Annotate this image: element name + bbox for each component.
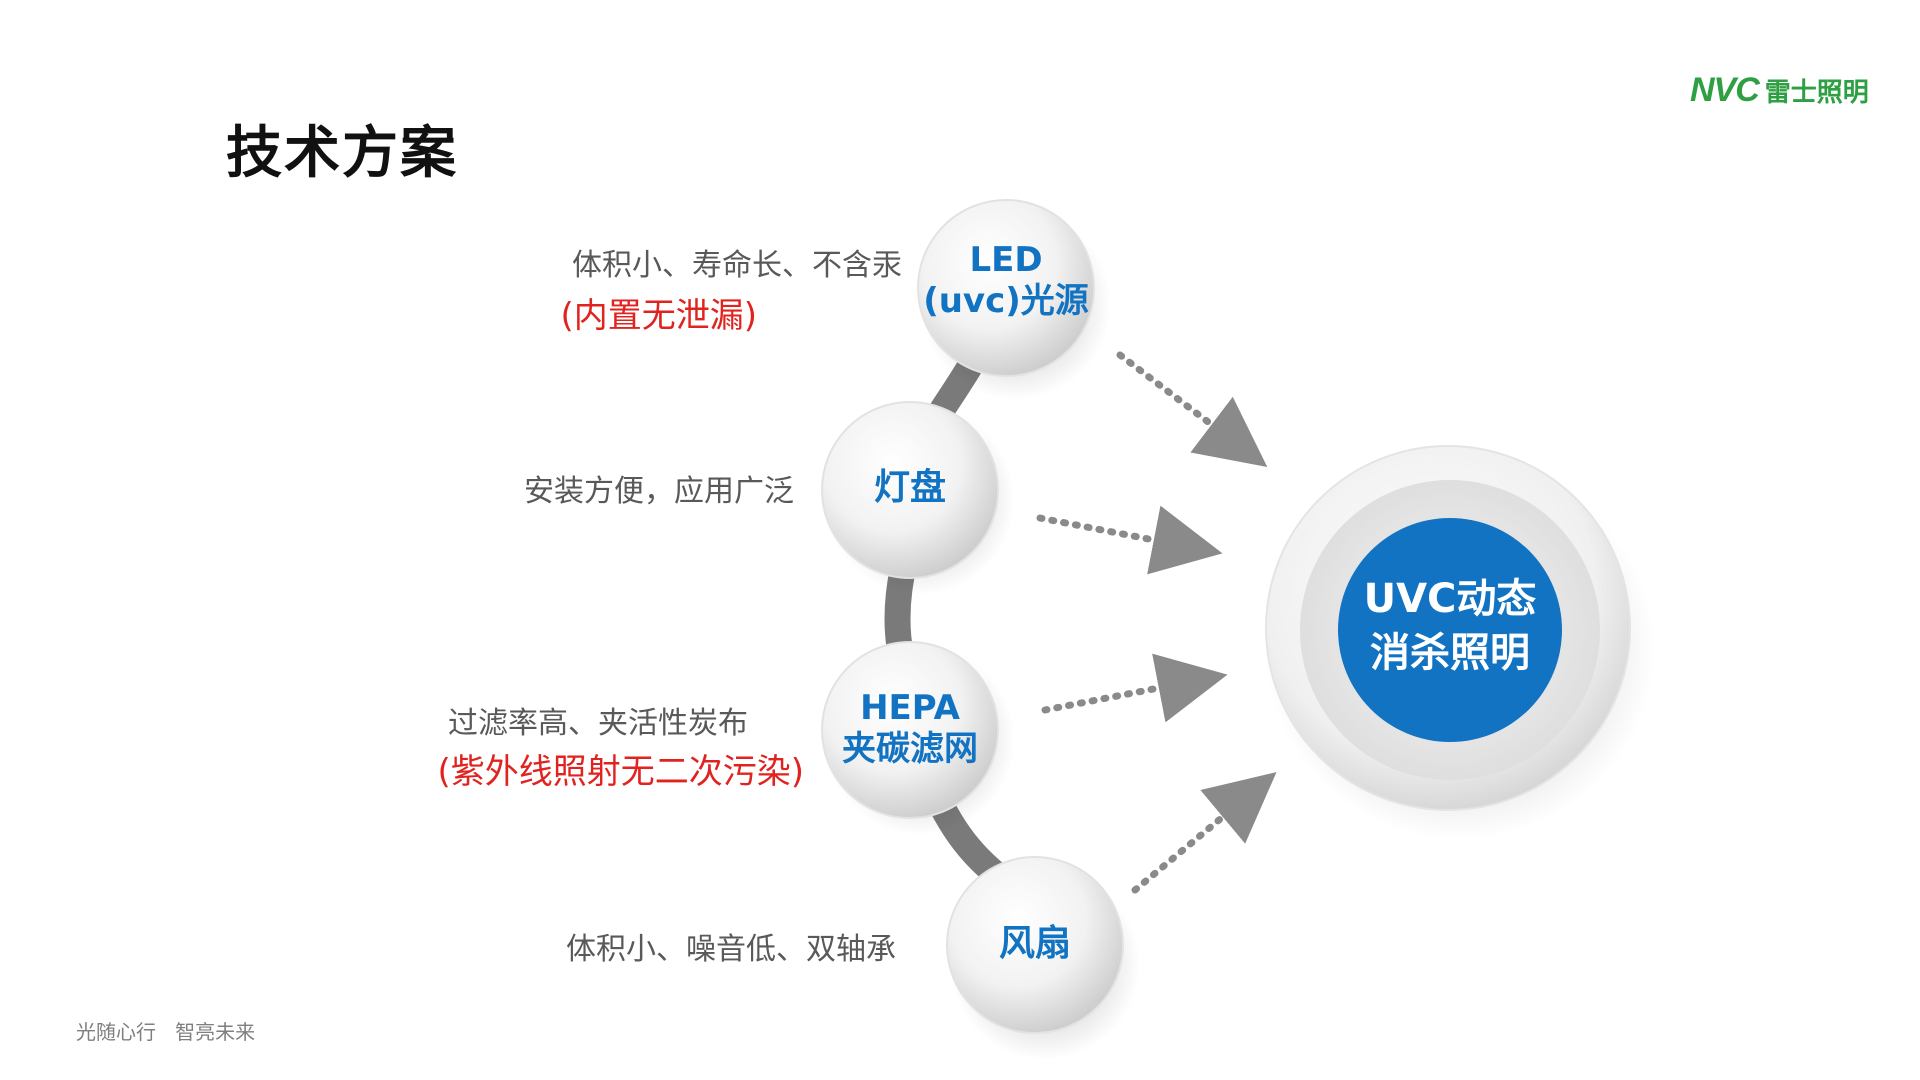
ball-hepa <box>821 641 999 819</box>
logo-brand-text: 雷士照明 <box>1764 77 1869 108</box>
desc-fan: 体积小、噪音低、双轴承 <box>566 932 896 967</box>
arrow-panel <box>1036 505 1223 575</box>
label-hepa-line1: HEPA <box>860 688 960 728</box>
ball-panel <box>821 401 999 579</box>
footer-slogan: 光随心行 智亮未来 <box>76 1020 256 1044</box>
label-led: LED (uvc)光源 <box>918 240 1094 322</box>
label-hepa-line2: 夹碳滤网 <box>842 728 978 769</box>
label-fan-line1: 风扇 <box>998 923 1071 964</box>
arrow-fan <box>1131 772 1277 894</box>
note-led: (内置无泄漏) <box>560 296 757 336</box>
label-led-line1: LED <box>969 240 1043 280</box>
ball-fan <box>946 856 1124 1034</box>
label-led-line2: (uvc)光源 <box>923 280 1089 321</box>
label-panel-line1: 灯盘 <box>873 467 946 508</box>
brand-logo: NVC 雷士照明 <box>1690 70 1869 110</box>
note-hepa: (紫外线照射无二次污染) <box>437 752 804 792</box>
ball-led <box>917 199 1095 377</box>
desc-panel: 安装方便，应用广泛 <box>524 474 794 509</box>
label-hepa: HEPA 夹碳滤网 <box>820 688 1000 770</box>
page-title: 技术方案 <box>226 121 458 186</box>
label-panel: 灯盘 <box>822 466 998 509</box>
logo-mark: NVC <box>1690 70 1760 109</box>
desc-led: 体积小、寿命长、不含汞 <box>572 248 902 283</box>
hub-label: UVC动态 消杀照明 <box>1330 572 1570 680</box>
label-fan: 风扇 <box>947 922 1123 965</box>
hub-core <box>1338 518 1562 742</box>
hub-label-line2: 消杀照明 <box>1370 630 1530 676</box>
arrow-hepa <box>1041 653 1228 723</box>
desc-hepa: 过滤率高、夹活性炭布 <box>448 706 748 741</box>
hub-label-line1: UVC动态 <box>1363 576 1537 622</box>
arrow-led <box>1116 351 1268 467</box>
